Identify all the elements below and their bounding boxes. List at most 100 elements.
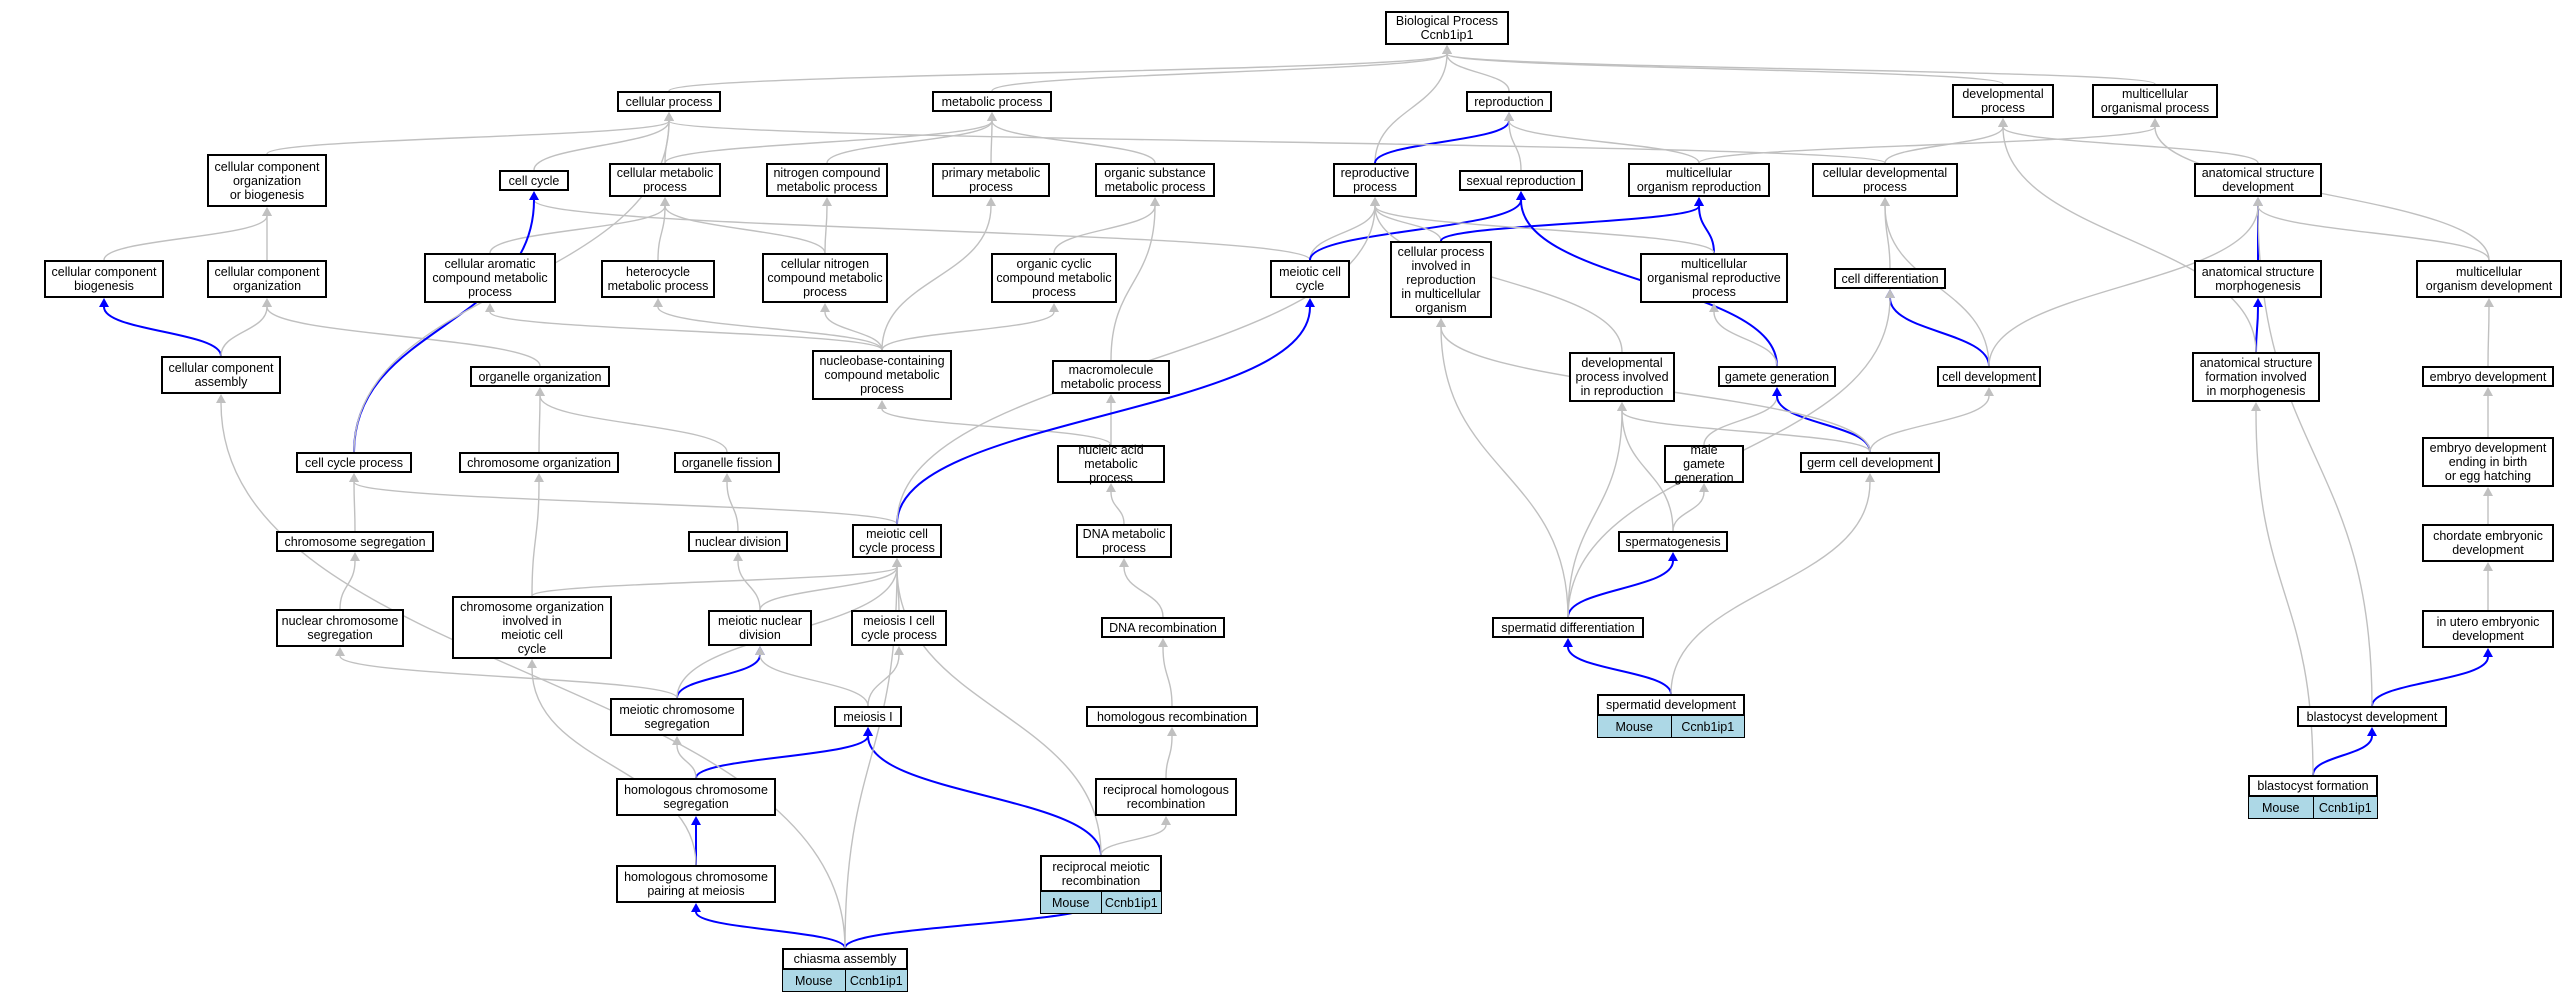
- node-chromosome-org-meiotic[interactable]: chromosome organization involved in meio…: [452, 596, 612, 659]
- node-organelle-fission[interactable]: organelle fission: [674, 452, 780, 473]
- node-chromosome-segregation[interactable]: chromosome segregation: [276, 531, 434, 552]
- node-organelle-organization[interactable]: organelle organization: [470, 366, 610, 387]
- node-organic-cyclic[interactable]: organic cyclic compound metabolic proces…: [991, 253, 1117, 303]
- node-gamete-generation[interactable]: gamete generation: [1718, 366, 1836, 387]
- arrowhead: [672, 736, 682, 745]
- node-nitrogen-compound-metabolic[interactable]: nitrogen compound metabolic process: [766, 163, 888, 197]
- node-dev-process-reproduction[interactable]: developmental process involved in reprod…: [1569, 352, 1675, 402]
- edge-chromosome_org_meiotic-to-meiotic_cell_cycle_process: [531, 566, 898, 597]
- node-organic-substance-metabolic[interactable]: organic substance metabolic process: [1095, 163, 1215, 197]
- arrowhead: [1617, 402, 1627, 411]
- node-embryo-development[interactable]: embryo development: [2422, 366, 2554, 387]
- node-cp-in-reproduction[interactable]: cellular process involved in reproductio…: [1390, 241, 1492, 318]
- arrowhead: [1865, 473, 1875, 482]
- node-bp[interactable]: Biological Process Ccnb1ip1: [1385, 11, 1509, 45]
- arrowhead: [2150, 118, 2160, 127]
- edge-spermatid_development-to-spermatid_differentiation: [1567, 646, 1672, 695]
- node-anatomical-structure-development[interactable]: anatomical structure development: [2194, 163, 2322, 197]
- edge-nucleobase-to-cellular_aromatic: [489, 311, 883, 351]
- node-reciprocal-meiotic-recombination[interactable]: reciprocal meiotic recombination: [1040, 855, 1162, 892]
- edge-nuclear_division-to-organelle_fission: [726, 481, 739, 532]
- node-chiasma-assembly[interactable]: chiasma assembly: [782, 948, 908, 970]
- node-developmental-process[interactable]: developmental process: [1952, 84, 2054, 118]
- node-blastocyst-development[interactable]: blastocyst development: [2297, 706, 2447, 727]
- node-homologous-chromosome-pairing[interactable]: homologous chromosome pairing at meiosis: [616, 865, 776, 903]
- annotation-gene: Ccnb1ip1: [1670, 716, 1745, 737]
- node-multicellular-organismal-process[interactable]: multicellular organismal process: [2092, 84, 2218, 118]
- edge-cell_cycle_process-to-cell_cycle: [353, 199, 535, 453]
- annotation-gene: Ccnb1ip1: [844, 970, 908, 991]
- annotation-organism: Mouse: [1051, 895, 1090, 910]
- node-cellular-process[interactable]: cellular process: [617, 91, 721, 112]
- node-cellular-aromatic[interactable]: cellular aromatic compound metabolic pro…: [424, 253, 556, 303]
- edge-metabolic_process-to-bp: [991, 53, 1448, 92]
- node-macromolecule-metabolic[interactable]: macromolecule metabolic process: [1052, 360, 1170, 394]
- node-multicellular-reproductive-process[interactable]: multicellular organismal reproductive pr…: [1640, 253, 1788, 303]
- edge-meiotic_nuclear_division-to-nuclear_division: [737, 560, 761, 611]
- node-cc-organization[interactable]: cellular component organization: [207, 260, 327, 298]
- edge-cc_assembly-to-cc_organization: [220, 306, 268, 357]
- edge-chiasma_assembly-to-cc_assembly: [220, 402, 846, 949]
- node-asf-morphogenesis[interactable]: anatomical structure formation involved …: [2192, 352, 2320, 402]
- node-nucleic-acid-metabolic[interactable]: nucleic acid metabolic process: [1057, 443, 1165, 485]
- node-cell-cycle-process[interactable]: cell cycle process: [296, 452, 412, 473]
- node-anatomical-structure-morphogenesis[interactable]: anatomical structure morphogenesis: [2194, 260, 2322, 298]
- node-homologous-chromosome-segregation[interactable]: homologous chromosome segregation: [616, 778, 776, 816]
- node-nucleobase[interactable]: nucleobase-containing compound metabolic…: [812, 350, 952, 400]
- edge-germ_cell_development-to-dev_process_reproduction: [1621, 410, 1871, 453]
- arrowhead: [335, 647, 345, 656]
- node-ccob[interactable]: cellular component organization or bioge…: [207, 154, 327, 207]
- node-cell-differentiation[interactable]: cell differentiation: [1834, 268, 1946, 289]
- node-spermatogenesis[interactable]: spermatogenesis: [1618, 531, 1728, 552]
- node-meiotic-chromosome-segregation[interactable]: meiotic chromosome segregation: [610, 698, 744, 736]
- node-homologous-recombination[interactable]: homologous recombination: [1086, 706, 1258, 727]
- node-blastocyst-formation[interactable]: blastocyst formation: [2248, 775, 2378, 797]
- annotation-gene: Ccnb1ip1: [2312, 797, 2378, 818]
- node-cellular-metabolic-process[interactable]: cellular metabolic process: [609, 163, 721, 197]
- node-meiotic-cell-cycle-process[interactable]: meiotic cell cycle process: [852, 524, 942, 558]
- node-cc-biogenesis[interactable]: cellular component biogenesis: [44, 260, 164, 298]
- node-heterocycle-metabolic[interactable]: heterocycle metabolic process: [601, 260, 715, 298]
- arrowhead: [877, 400, 887, 409]
- node-spermatid-differentiation[interactable]: spermatid differentiation: [1492, 617, 1644, 638]
- node-meiosis-i[interactable]: meiosis I: [834, 706, 902, 727]
- node-nuclear-division[interactable]: nuclear division: [688, 531, 788, 552]
- arrowhead: [691, 816, 701, 825]
- edge-organic_substance_metabolic-to-metabolic_process: [991, 120, 1156, 164]
- node-chordate-embryonic[interactable]: chordate embryonic development: [2422, 524, 2554, 562]
- node-multicellular-organism-reproduction[interactable]: multicellular organism reproduction: [1628, 163, 1770, 197]
- arrowhead: [349, 473, 359, 482]
- node-dna-recombination[interactable]: DNA recombination: [1101, 617, 1225, 638]
- node-metabolic-process[interactable]: metabolic process: [932, 91, 1052, 112]
- arrowhead: [350, 552, 360, 561]
- edge-multicellular_reproductive_process-to-reproductive_process: [1374, 205, 1715, 254]
- node-germ-cell-development[interactable]: germ cell development: [1800, 452, 1940, 473]
- arrowhead: [262, 207, 272, 216]
- node-meiosis-i-cell-cycle[interactable]: meiosis I cell cycle process: [851, 610, 947, 646]
- node-male-gamete-generation[interactable]: male gamete generation: [1664, 443, 1744, 485]
- node-embryo-dev-birth[interactable]: embryo development ending in birth or eg…: [2422, 437, 2554, 487]
- node-reproductive-process[interactable]: reproductive process: [1333, 163, 1417, 197]
- edge-nucleic_acid_metabolic-to-nucleobase: [881, 408, 1112, 446]
- node-primary-metabolic[interactable]: primary metabolic process: [932, 163, 1050, 197]
- node-cc-assembly[interactable]: cellular component assembly: [161, 356, 281, 394]
- arrowhead: [1699, 483, 1709, 492]
- node-meiotic-nuclear-division[interactable]: meiotic nuclear division: [708, 610, 812, 646]
- node-multicellular-organism-development[interactable]: multicellular organism development: [2416, 260, 2562, 298]
- node-in-utero[interactable]: in utero embryonic development: [2422, 610, 2554, 648]
- node-reciprocal-homologous-recombination[interactable]: reciprocal homologous recombination: [1095, 778, 1237, 816]
- edge-organelle_organization-to-cc_organization: [266, 306, 541, 367]
- edge-chiasma_assembly-to-homologous_chromosome_pairing: [695, 911, 846, 949]
- node-meiotic-cell-cycle[interactable]: meiotic cell cycle: [1270, 260, 1350, 298]
- node-cellular-nitrogen[interactable]: cellular nitrogen compound metabolic pro…: [762, 253, 888, 303]
- node-chromosome-organization[interactable]: chromosome organization: [459, 452, 619, 473]
- node-spermatid-development[interactable]: spermatid development: [1597, 694, 1745, 716]
- node-nuclear-chromosome-segregation[interactable]: nuclear chromosome segregation: [276, 609, 404, 647]
- node-cellular-developmental-process[interactable]: cellular developmental process: [1812, 163, 1958, 197]
- node-dna-metabolic[interactable]: DNA metabolic process: [1076, 524, 1172, 558]
- node-reproduction[interactable]: reproduction: [1466, 91, 1552, 112]
- node-sexual-reproduction[interactable]: sexual reproduction: [1459, 170, 1583, 191]
- node-cell-cycle[interactable]: cell cycle: [499, 170, 569, 191]
- node-cell-development[interactable]: cell development: [1937, 366, 2041, 387]
